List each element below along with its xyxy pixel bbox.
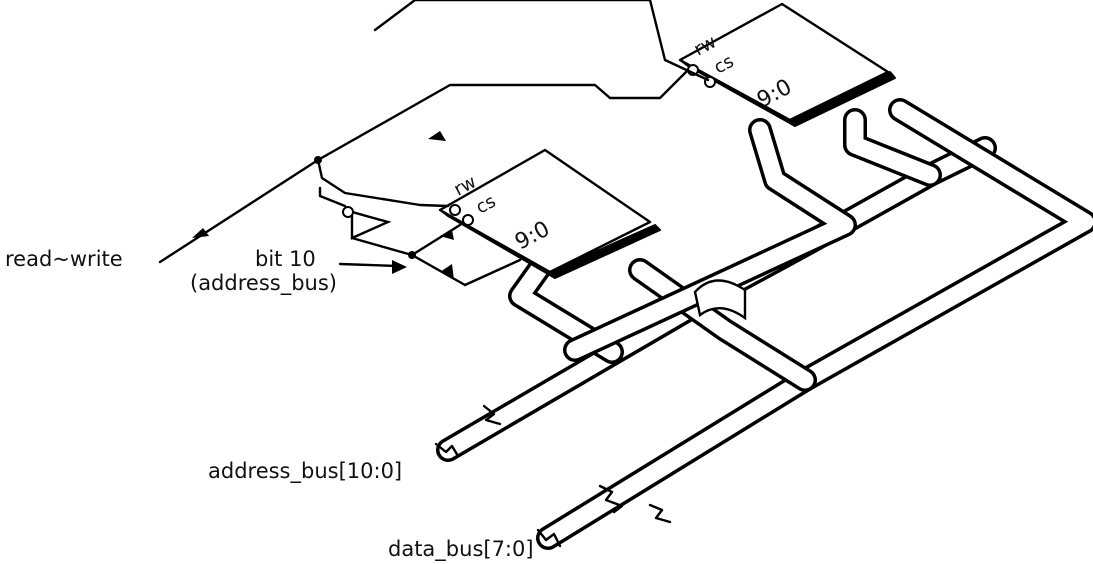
bit10-label-line1: bit 10	[255, 247, 316, 271]
bit10-arrow-2	[440, 264, 454, 280]
address-bus-label: address_bus[10:0]	[208, 459, 402, 484]
bit10-label-line2: (address_bus)	[190, 271, 337, 296]
read-write-arrow	[192, 228, 209, 238]
inverter-gate	[352, 212, 388, 238]
bit10-pointer-arrow	[392, 260, 407, 274]
bit10-arrow	[440, 230, 454, 240]
memory-chip-2: rw cs 9:0	[680, 4, 895, 126]
read-write-arrow-2	[428, 131, 446, 141]
read-write-junction	[314, 156, 322, 164]
bit10-pointer	[340, 260, 407, 274]
chip1-rw-bubble	[450, 205, 460, 215]
inverter-bubble	[343, 207, 353, 217]
memory-chip-1: rw cs 9:0	[440, 150, 660, 278]
bit10-junction	[408, 251, 416, 259]
chip1-cs-bubble	[463, 215, 473, 225]
read-write-label: read~write	[5, 247, 123, 271]
data-bus	[548, 110, 1085, 538]
data-bus-label: data_bus[7:0]	[388, 537, 534, 562]
